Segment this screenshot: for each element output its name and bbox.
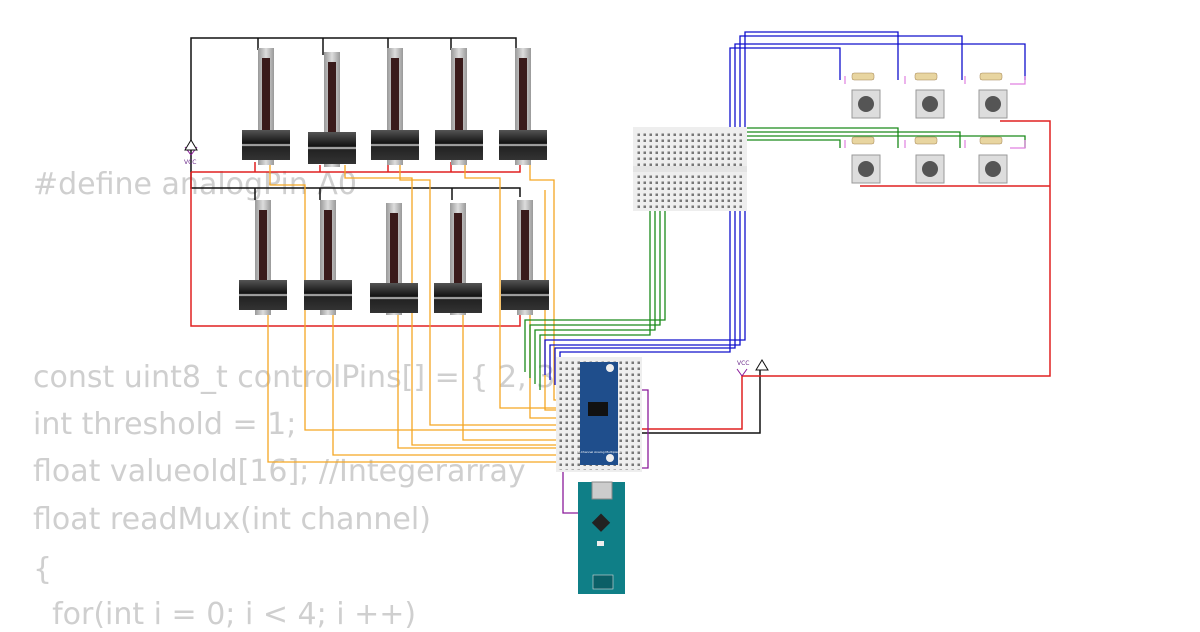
slide-potentiometers-bottom[interactable]	[239, 200, 549, 315]
svg-text:VCC: VCC	[737, 360, 749, 367]
pushbutton-5[interactable]	[915, 154, 945, 184]
ground-wires	[190, 37, 761, 434]
pushbutton-2[interactable]	[915, 89, 945, 119]
code-line-brace: {	[33, 552, 53, 587]
arduino-nano[interactable]	[578, 481, 625, 594]
svg-text:VCC: VCC	[184, 159, 196, 166]
slide-potentiometers-top[interactable]	[242, 48, 547, 167]
resistors	[851, 72, 1003, 145]
code-line-threshold: int threshold = 1;	[33, 407, 297, 442]
ground-arrow-right	[755, 359, 769, 371]
code-line-controlpins: const uint8_t controlPins[] = { 2, 3,	[33, 360, 565, 395]
slide-pot-6[interactable]	[239, 200, 287, 315]
slide-pot-5[interactable]	[499, 48, 547, 165]
power-wires	[190, 120, 1051, 430]
control-wires-blue	[544, 31, 1026, 390]
slide-pot-3[interactable]	[371, 48, 419, 165]
control-wires-green	[524, 127, 1026, 390]
slide-pot-8[interactable]	[370, 203, 418, 315]
ground-arrow-left	[184, 139, 198, 151]
pushbutton-4[interactable]	[851, 154, 881, 184]
slide-pot-9[interactable]	[434, 203, 482, 315]
code-line-for: for(int i = 0; i < 4; i ++)	[33, 597, 417, 632]
slide-pot-7[interactable]	[304, 200, 352, 315]
slide-pot-4[interactable]	[435, 48, 483, 165]
pushbutton-1[interactable]	[851, 89, 881, 119]
vcc-symbol-right: VCC	[736, 360, 749, 377]
slide-pot-10[interactable]	[501, 200, 549, 315]
mux-title: 16-Channel Analog Multiplexer	[576, 450, 623, 454]
pushbutton-6[interactable]	[978, 154, 1008, 184]
pushbuttons[interactable]	[851, 89, 1008, 184]
breadboard-top[interactable]	[633, 127, 747, 211]
slide-pot-2[interactable]	[308, 52, 356, 167]
code-line-readmux: float readMux(int channel)	[33, 502, 431, 537]
multiplexer-module[interactable]: 16-Channel Analog Multiplexer	[576, 362, 623, 465]
signal-wires	[267, 162, 580, 463]
slide-pot-1[interactable]	[242, 48, 290, 165]
pushbutton-3[interactable]	[978, 89, 1008, 119]
